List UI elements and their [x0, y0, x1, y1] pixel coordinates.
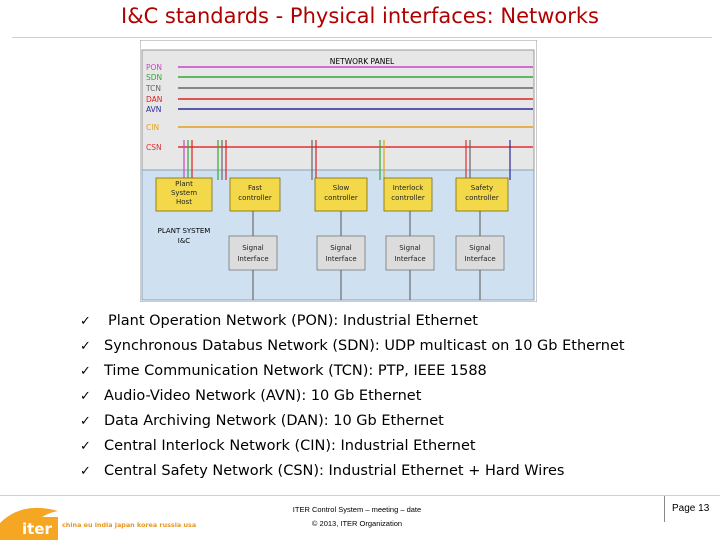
signal-interface-label: Signal — [242, 244, 264, 252]
checkmark-icon: ✓ — [80, 364, 91, 379]
bullet-text: Time Communication Network (TCN): PTP, I… — [104, 363, 487, 379]
fast-controller-label: controller — [238, 194, 272, 202]
safety-controller-label: controller — [465, 194, 499, 202]
network-bullet-list: ✓ Plant Operation Network (PON): Industri… — [80, 309, 625, 484]
plant-system-host-label: Plant — [175, 180, 193, 188]
bullet-text: Central Safety Network (CSN): Industrial… — [104, 463, 565, 479]
signal-interface-label: Interface — [464, 255, 495, 263]
fast-controller-box — [229, 177, 281, 212]
network-bullet: ✓ Central Interlock Network (CIN): Indust… — [80, 434, 625, 459]
network-label-cin: CIN — [146, 123, 159, 132]
page-number: Page 13 — [672, 503, 710, 514]
checkmark-icon: ✓ — [80, 414, 91, 429]
plant-system-host-label: Host — [176, 198, 192, 206]
network-bullet: ✓ Audio-Video Network (AVN): 10 Gb Ethern… — [80, 384, 625, 409]
checkmark-icon: ✓ — [80, 339, 91, 354]
footer-copyright: © 2013, ITER Organization — [311, 519, 403, 528]
network-label-dan: DAN — [146, 95, 162, 104]
logo-members: china eu india japan korea russia usa — [62, 521, 196, 529]
interlock-controller-label: Interlock — [393, 184, 425, 192]
network-panel-label: NETWORK PANEL — [330, 57, 395, 66]
plant-system-label-2: I&C — [178, 237, 191, 245]
signal-interface-label: Interface — [394, 255, 425, 263]
checkmark-icon: ✓ — [80, 464, 91, 479]
checkmark-icon: ✓ — [80, 389, 91, 404]
interlock-controller-label: controller — [391, 194, 425, 202]
slow-controller-label: Slow — [333, 184, 350, 192]
interlock-controller-box — [383, 177, 433, 212]
fast-controller-label: Fast — [248, 184, 262, 192]
bullet-text: Plant Operation Network (PON): Industria… — [108, 313, 478, 329]
footer-divider — [0, 495, 720, 496]
safety-controller-label: Safety — [471, 184, 493, 192]
network-bullet: ✓ Time Communication Network (TCN): PTP, … — [80, 359, 625, 384]
signal-interface-box — [316, 235, 366, 271]
checkmark-icon: ✓ — [80, 314, 91, 329]
plant-system-host-label: System — [171, 189, 197, 197]
iter-logo: iter china eu india japan korea russia u… — [0, 497, 240, 540]
bullet-text: Central Interlock Network (CIN): Industr… — [104, 438, 476, 454]
signal-interface-label: Interface — [325, 255, 356, 263]
slow-controller-label: controller — [324, 194, 358, 202]
footer-meeting: ITER Control System – meeting – date — [292, 505, 422, 514]
signal-interface-label: Signal — [330, 244, 352, 252]
network-label-avn: AVN — [146, 105, 161, 114]
title-divider — [12, 37, 712, 38]
safety-controller-box — [455, 177, 509, 212]
network-bullet: ✓ Plant Operation Network (PON): Industri… — [80, 309, 625, 334]
slow-controller-box — [314, 177, 368, 212]
network-bullet: ✓ Central Safety Network (CSN): Industria… — [80, 459, 625, 484]
network-label-sdn: SDN — [146, 73, 162, 82]
checkmark-icon: ✓ — [80, 439, 91, 454]
signal-interface-box — [385, 235, 435, 271]
network-panel-box — [141, 49, 535, 175]
signal-interface-label: Interface — [237, 255, 268, 263]
plant-system-label-1: PLANT SYSTEM — [158, 227, 211, 235]
signal-interface-label: Signal — [399, 244, 421, 252]
network-label-pon: PON — [146, 63, 162, 72]
network-label-tcn: TCN — [145, 84, 161, 93]
network-label-csn: CSN — [146, 143, 162, 152]
iter-logo-graphic: iter china eu india japan korea russia u… — [0, 507, 196, 540]
plant-system-host-box — [155, 177, 213, 212]
footer-separator — [664, 496, 665, 522]
footer-center: ITER Control System – meeting – date © 2… — [262, 503, 452, 531]
logo-block — [14, 517, 58, 540]
bullet-text: Data Archiving Network (DAN): 10 Gb Ethe… — [104, 413, 444, 429]
bullet-text: Audio-Video Network (AVN): 10 Gb Etherne… — [104, 388, 422, 404]
signal-interface-box — [228, 235, 278, 271]
bullet-text: Synchronous Databus Network (SDN): UDP m… — [104, 338, 625, 354]
signal-interface-label: Signal — [469, 244, 491, 252]
logo-word: iter — [22, 520, 52, 538]
network-bullet: ✓ Data Archiving Network (DAN): 10 Gb Eth… — [80, 409, 625, 434]
slide-title: I&C standards - Physical interfaces: Net… — [121, 4, 599, 28]
network-bullet: ✓ Synchronous Databus Network (SDN): UDP … — [80, 334, 625, 359]
signal-interface-box — [455, 235, 505, 271]
